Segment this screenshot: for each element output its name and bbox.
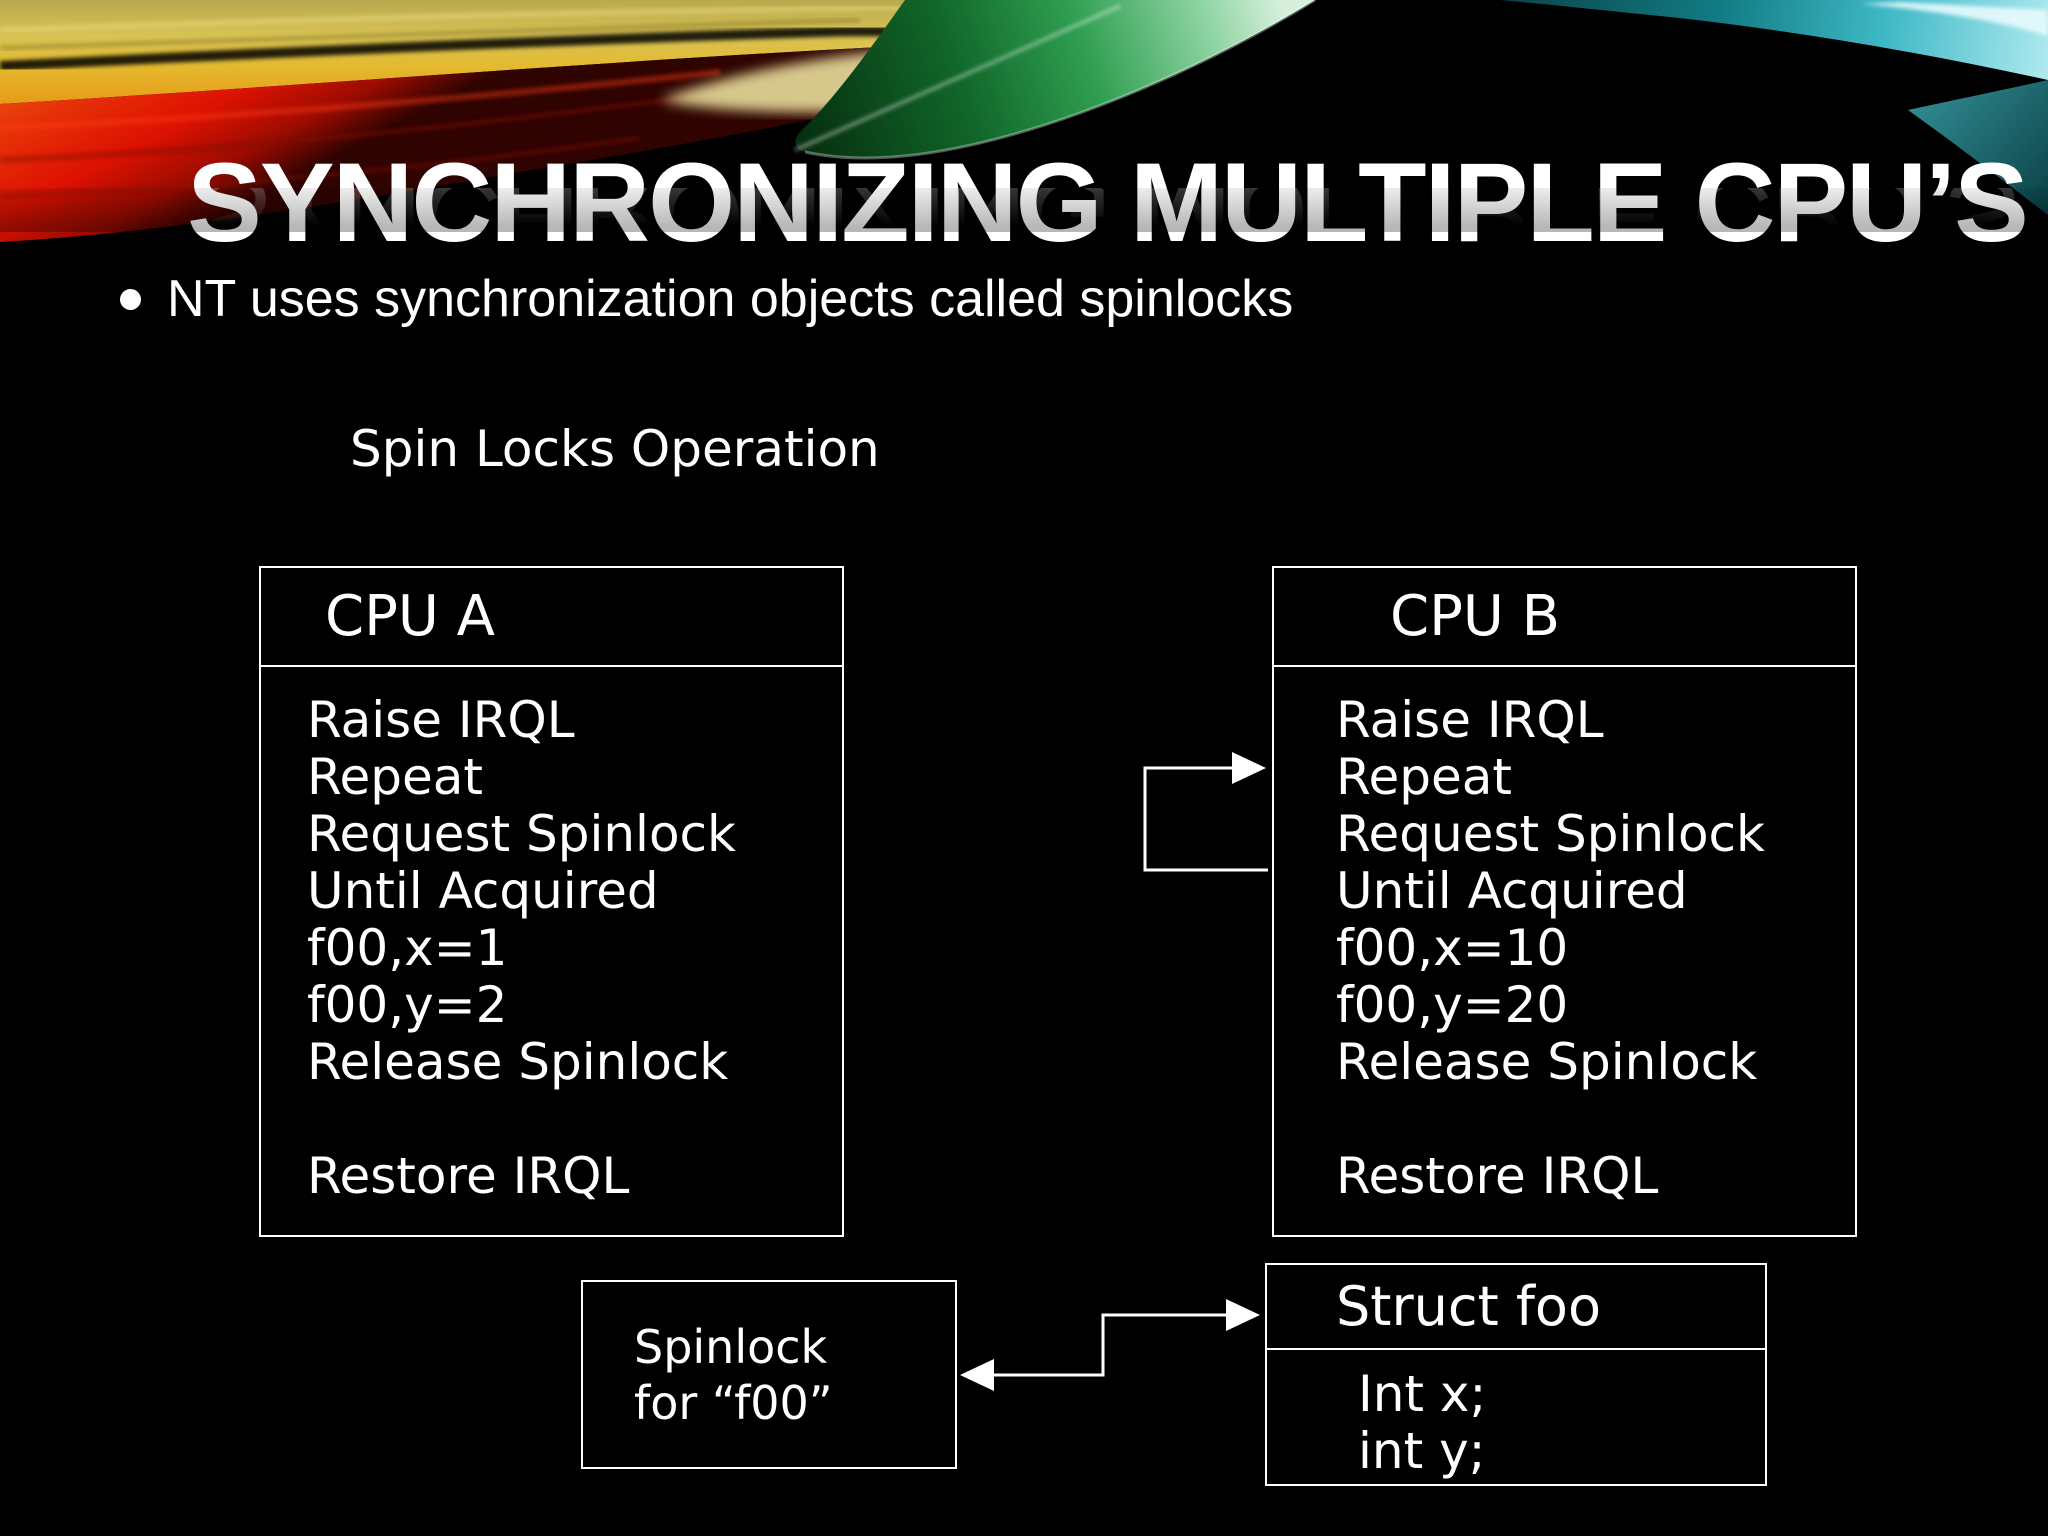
cpu-a-line: Release Spinlock bbox=[307, 1033, 729, 1091]
struct-foo-title: Struct foo bbox=[1267, 1265, 1765, 1350]
cpu-a-line: Repeat bbox=[307, 748, 484, 806]
struct-field: int y; bbox=[1358, 1422, 1486, 1480]
ribbon-cyan-edge bbox=[1908, 80, 2048, 215]
ribbon-cyan-band bbox=[1500, 0, 2048, 80]
cpu-a-line bbox=[307, 1091, 842, 1148]
cpu-b-line: Request Spinlock bbox=[1336, 805, 1765, 863]
cpu-a-body: Raise IRQL Repeat Request Spinlock Until… bbox=[261, 667, 842, 1205]
bullet-line: NT uses synchronization objects called s… bbox=[120, 268, 1293, 330]
title-reflection: SYNCHRONIZING MULTIPLE CPU’S bbox=[0, 188, 2048, 232]
struct-foo-box: Struct foo Int x; int y; bbox=[1265, 1263, 1767, 1486]
cpu-b-line: Restore IRQL bbox=[1336, 1147, 1659, 1205]
ribbon-green-band bbox=[795, 0, 1315, 158]
struct-foo-body: Int x; int y; bbox=[1267, 1350, 1765, 1480]
cpu-a-line: Restore IRQL bbox=[307, 1147, 630, 1205]
ribbon-decoration bbox=[0, 0, 2048, 242]
cpu-b-body: Raise IRQL Repeat Request Spinlock Until… bbox=[1274, 667, 1855, 1205]
cpu-a-box: CPU A Raise IRQL Repeat Request Spinlock… bbox=[259, 566, 844, 1237]
bullet-icon bbox=[120, 288, 141, 310]
slide-title: SYNCHRONIZING MULTIPLE CPU’S bbox=[187, 140, 2029, 266]
cpu-b-title: CPU B bbox=[1274, 568, 1855, 667]
cpu-a-line: f00,x=1 bbox=[307, 919, 508, 977]
bullet-text: NT uses synchronization objects called s… bbox=[167, 270, 1294, 328]
cpu-b-box: CPU B Raise IRQL Repeat Request Spinlock… bbox=[1272, 566, 1857, 1237]
cpu-b-line bbox=[1336, 1091, 1855, 1148]
diagram-caption: Spin Locks Operation bbox=[350, 420, 880, 478]
spinlock-box: Spinlock for “f00” bbox=[581, 1280, 957, 1469]
cpu-b-line: Until Acquired bbox=[1336, 862, 1688, 920]
cpu-b-line: f00,y=20 bbox=[1336, 976, 1569, 1034]
cpu-a-title: CPU A bbox=[261, 568, 842, 667]
cpu-b-line: Release Spinlock bbox=[1336, 1033, 1758, 1091]
struct-field: Int x; bbox=[1358, 1365, 1487, 1423]
cpu-b-line: Repeat bbox=[1336, 748, 1513, 806]
spinlock-box-line: for “f00” bbox=[634, 1375, 833, 1430]
cpu-a-line: Raise IRQL bbox=[307, 691, 575, 749]
cpu-a-line: Until Acquired bbox=[307, 862, 659, 920]
cpu-a-line: Request Spinlock bbox=[307, 805, 736, 863]
cpu-b-line: f00,x=10 bbox=[1336, 919, 1569, 977]
spinlock-box-line: Spinlock bbox=[634, 1319, 828, 1374]
spinlock-link-arrow bbox=[960, 1299, 1260, 1391]
spin-loop-arrow bbox=[1143, 752, 1268, 872]
cpu-a-line: f00,y=2 bbox=[307, 976, 508, 1034]
cpu-b-line: Raise IRQL bbox=[1336, 691, 1604, 749]
